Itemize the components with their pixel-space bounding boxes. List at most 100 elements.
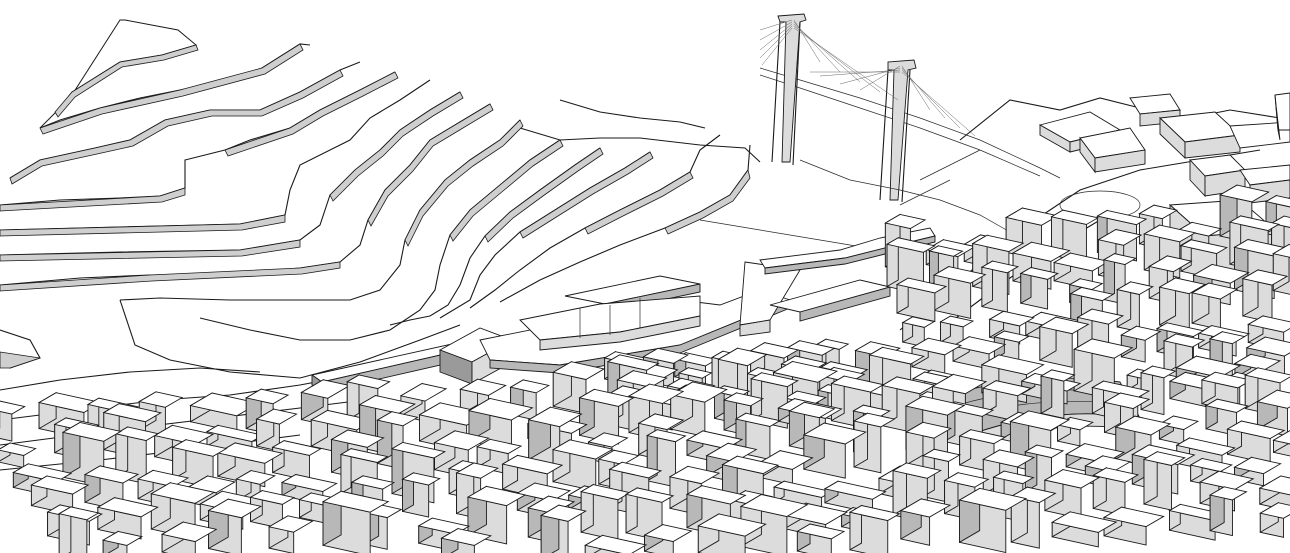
city-building bbox=[1233, 456, 1282, 487]
city-building bbox=[1092, 467, 1140, 516]
city-building bbox=[321, 490, 390, 553]
city-building bbox=[271, 439, 323, 482]
city-building bbox=[1256, 389, 1290, 437]
station-complex bbox=[310, 227, 936, 393]
city-building bbox=[552, 360, 606, 415]
city-building bbox=[101, 530, 144, 553]
bridge-tower bbox=[887, 59, 917, 201]
city-building bbox=[980, 260, 1020, 313]
city-building bbox=[1272, 430, 1290, 457]
city-building bbox=[440, 527, 493, 553]
city-building bbox=[705, 442, 758, 483]
city-building bbox=[895, 277, 948, 322]
city-building bbox=[643, 523, 693, 553]
city-building bbox=[267, 515, 314, 553]
bridge-deck bbox=[759, 67, 1061, 179]
city-building bbox=[852, 412, 896, 474]
hillside-contours bbox=[0, 19, 761, 471]
city-building bbox=[1102, 506, 1165, 546]
contour-terrace bbox=[9, 69, 344, 185]
city-building bbox=[899, 498, 952, 546]
city-building bbox=[1241, 269, 1289, 323]
contour-line bbox=[0, 367, 261, 391]
contour-terrace bbox=[404, 119, 524, 247]
city-building bbox=[1142, 450, 1186, 511]
contour-terrace bbox=[0, 187, 186, 212]
contour-terrace bbox=[519, 151, 654, 239]
city-building bbox=[981, 379, 1032, 423]
contour-line bbox=[119, 299, 461, 379]
bridge-tower bbox=[879, 69, 911, 203]
contour-line bbox=[119, 119, 521, 301]
city-building bbox=[551, 439, 614, 492]
contour-line bbox=[199, 139, 561, 341]
city-building bbox=[466, 485, 527, 545]
city-building bbox=[1158, 277, 1207, 333]
city-building bbox=[1050, 511, 1118, 548]
road-line bbox=[959, 97, 1281, 141]
city-building bbox=[1039, 369, 1076, 419]
cable-stayed-bridge bbox=[759, 13, 1061, 206]
city-building bbox=[1056, 416, 1094, 447]
city-building bbox=[1120, 325, 1162, 363]
contour-terrace bbox=[54, 44, 199, 118]
city-blocks bbox=[0, 184, 1290, 553]
city-building bbox=[1139, 365, 1177, 416]
contour-terrace bbox=[0, 239, 301, 262]
city-building bbox=[796, 523, 846, 553]
city-building bbox=[1038, 316, 1090, 368]
city-building bbox=[951, 335, 1007, 370]
contour-terrace bbox=[484, 147, 604, 243]
bridge-ramp bbox=[899, 149, 981, 206]
city-building bbox=[96, 496, 159, 540]
contour-terrace bbox=[584, 171, 694, 235]
city-building bbox=[939, 315, 975, 348]
city-building bbox=[401, 472, 441, 518]
city-building bbox=[788, 401, 836, 454]
city-building bbox=[584, 534, 648, 553]
contour-line bbox=[559, 99, 706, 129]
station-wing-east bbox=[799, 286, 891, 322]
city-building bbox=[627, 383, 685, 441]
bridge-tower bbox=[777, 13, 807, 163]
city-building bbox=[1190, 282, 1239, 330]
city-building bbox=[160, 521, 218, 553]
contour-terrace bbox=[0, 261, 341, 292]
contour-terrace bbox=[329, 91, 464, 202]
city-building bbox=[1259, 501, 1290, 538]
contour-terrace bbox=[39, 43, 304, 135]
city-building bbox=[527, 406, 583, 467]
station-ramp bbox=[764, 235, 936, 275]
city-building bbox=[697, 513, 767, 553]
city-building bbox=[1158, 415, 1200, 445]
city-building bbox=[1208, 486, 1248, 537]
contour-terrace bbox=[664, 169, 751, 235]
city-building bbox=[57, 506, 100, 553]
city-building bbox=[624, 487, 675, 542]
city-building bbox=[579, 483, 632, 541]
bridge-tower bbox=[771, 21, 801, 166]
city-building bbox=[0, 442, 37, 469]
city-building bbox=[750, 371, 799, 429]
contour-terrace bbox=[367, 103, 494, 227]
city-building bbox=[1019, 266, 1060, 310]
contour-terrace bbox=[39, 19, 198, 129]
city-building bbox=[1116, 281, 1154, 333]
station-central-block bbox=[539, 315, 701, 351]
city-building bbox=[0, 400, 26, 442]
contour-terrace bbox=[0, 214, 286, 237]
station-wing-east bbox=[739, 319, 771, 337]
city-building bbox=[1272, 243, 1290, 295]
contour-terrace bbox=[0, 351, 41, 369]
contour-terrace bbox=[449, 139, 564, 242]
city-building bbox=[958, 487, 1028, 553]
city-building bbox=[669, 381, 728, 438]
city-building bbox=[1226, 420, 1286, 465]
city-building bbox=[300, 378, 351, 426]
bridge-cables bbox=[759, 19, 976, 137]
city-building bbox=[932, 265, 987, 319]
station-central-block bbox=[579, 298, 641, 338]
contour-terrace bbox=[224, 71, 399, 157]
city-building bbox=[207, 498, 263, 553]
